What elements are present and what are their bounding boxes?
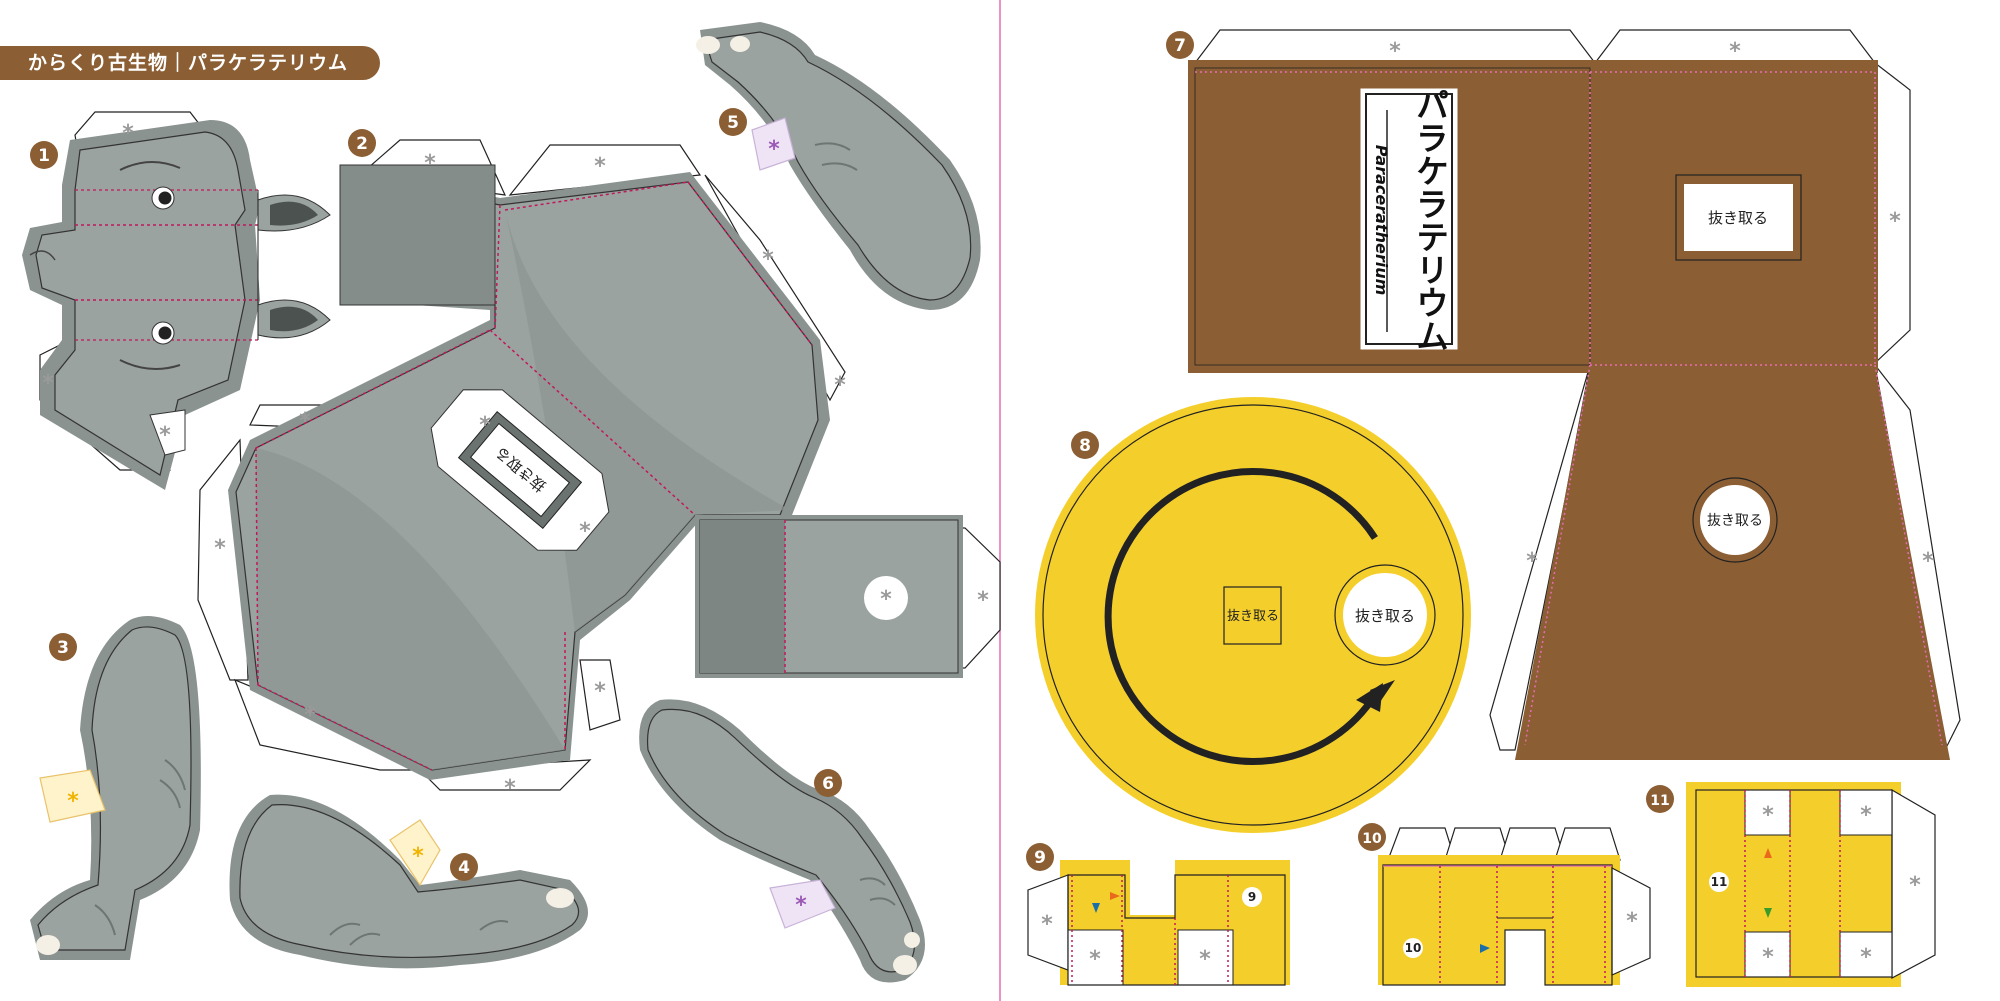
glue-mark: *	[834, 373, 846, 398]
part-6-leg[interactable]	[639, 699, 925, 983]
part-5-tab	[751, 117, 796, 171]
part-4-tab	[389, 819, 441, 887]
part-5-badge	[719, 108, 747, 136]
glue-mark: *	[299, 409, 311, 434]
part-4-badge	[450, 853, 478, 881]
glue-mark: *	[304, 703, 316, 728]
part-10-number: 10	[1362, 831, 1382, 847]
glue-mark: *	[1889, 209, 1901, 234]
part-11-number: 11	[1650, 793, 1669, 809]
glue-mark: *	[977, 588, 989, 613]
glue-mark: *	[594, 679, 606, 704]
species-name-en: Paraceratherium	[1372, 145, 1391, 296]
glue-mark: *	[412, 844, 424, 869]
glue-mark: *	[1389, 39, 1401, 64]
part-2-badge	[348, 129, 376, 157]
part-2-body[interactable]	[197, 139, 1001, 791]
glue-mark: *	[159, 423, 171, 448]
part-10-piece[interactable]	[1378, 827, 1651, 986]
part-4-leg[interactable]	[229, 794, 589, 969]
part-3-leg[interactable]	[30, 616, 201, 960]
part-5-number: 5	[727, 113, 739, 133]
page-title: からくり古生物｜パラケラテリウム	[0, 46, 380, 80]
glue-mark: *	[479, 413, 491, 438]
glue-mark: *	[122, 121, 134, 146]
cutout-label: 抜き取る	[1708, 209, 1768, 227]
glue-mark: *	[795, 893, 807, 918]
glue-mark: *	[1199, 947, 1211, 972]
glue-mark: *	[42, 371, 54, 396]
glue-mark: *	[1762, 803, 1774, 828]
glue-mark: *	[1626, 909, 1638, 934]
glue-mark: *	[424, 151, 436, 176]
cutout-label: 抜き取る	[1707, 513, 1763, 529]
part-2-tail-block[interactable]	[695, 515, 963, 678]
part-11-piece[interactable]	[1686, 782, 1936, 987]
part-3-number: 3	[57, 638, 69, 658]
part-5-leg[interactable]	[696, 22, 981, 310]
glue-mark: *	[504, 776, 516, 801]
glue-mark: *	[768, 137, 780, 162]
part-9-inner-number: 9	[1248, 890, 1256, 904]
part-7-stand[interactable]	[1188, 29, 1961, 760]
glue-mark: *	[67, 789, 79, 814]
part-7-badge	[1166, 31, 1194, 59]
part-4-number: 4	[458, 858, 470, 878]
part-1-number: 1	[38, 146, 50, 166]
glue-mark: *	[594, 154, 606, 179]
part-6-tab	[769, 879, 836, 929]
part-10-badge	[1358, 823, 1386, 851]
glue-mark: *	[1860, 803, 1872, 828]
part-3-badge	[49, 633, 77, 661]
glue-mark: *	[1909, 873, 1921, 898]
part-8-badge	[1071, 431, 1099, 459]
part-1-badge	[30, 141, 58, 169]
glue-mark: *	[1762, 945, 1774, 970]
part-2-number: 2	[356, 134, 368, 154]
cutout-label: 抜き取る	[1227, 608, 1279, 624]
part-1-head[interactable]	[22, 111, 331, 490]
glue-mark: *	[1089, 947, 1101, 972]
part-10-inner-number: 10	[1405, 941, 1422, 955]
glue-mark: *	[214, 536, 226, 561]
part-6-badge	[814, 769, 842, 797]
cutout-label: 抜き取る	[1355, 607, 1415, 625]
glue-mark: *	[1922, 549, 1934, 574]
part-8-disc[interactable]	[1035, 397, 1471, 833]
glue-mark: *	[1526, 549, 1538, 574]
glue-mark: *	[1729, 39, 1741, 64]
part-11-inner-number: 11	[1711, 875, 1728, 889]
part-6-number: 6	[822, 774, 834, 794]
glue-mark: *	[1860, 945, 1872, 970]
part-3-tab	[39, 769, 106, 823]
glue-mark: *	[579, 519, 591, 544]
species-name-jp: パラケラテリウム	[1411, 88, 1450, 352]
part-9-badge	[1026, 843, 1054, 871]
glue-mark: *	[762, 247, 774, 272]
part-11-badge	[1646, 785, 1674, 813]
part-8-number: 8	[1079, 436, 1091, 456]
part-7-number: 7	[1174, 36, 1186, 56]
part-9-piece[interactable]	[1027, 860, 1290, 986]
part-9-number: 9	[1034, 848, 1046, 868]
glue-mark: *	[1041, 912, 1053, 937]
glue-mark: *	[880, 587, 892, 612]
